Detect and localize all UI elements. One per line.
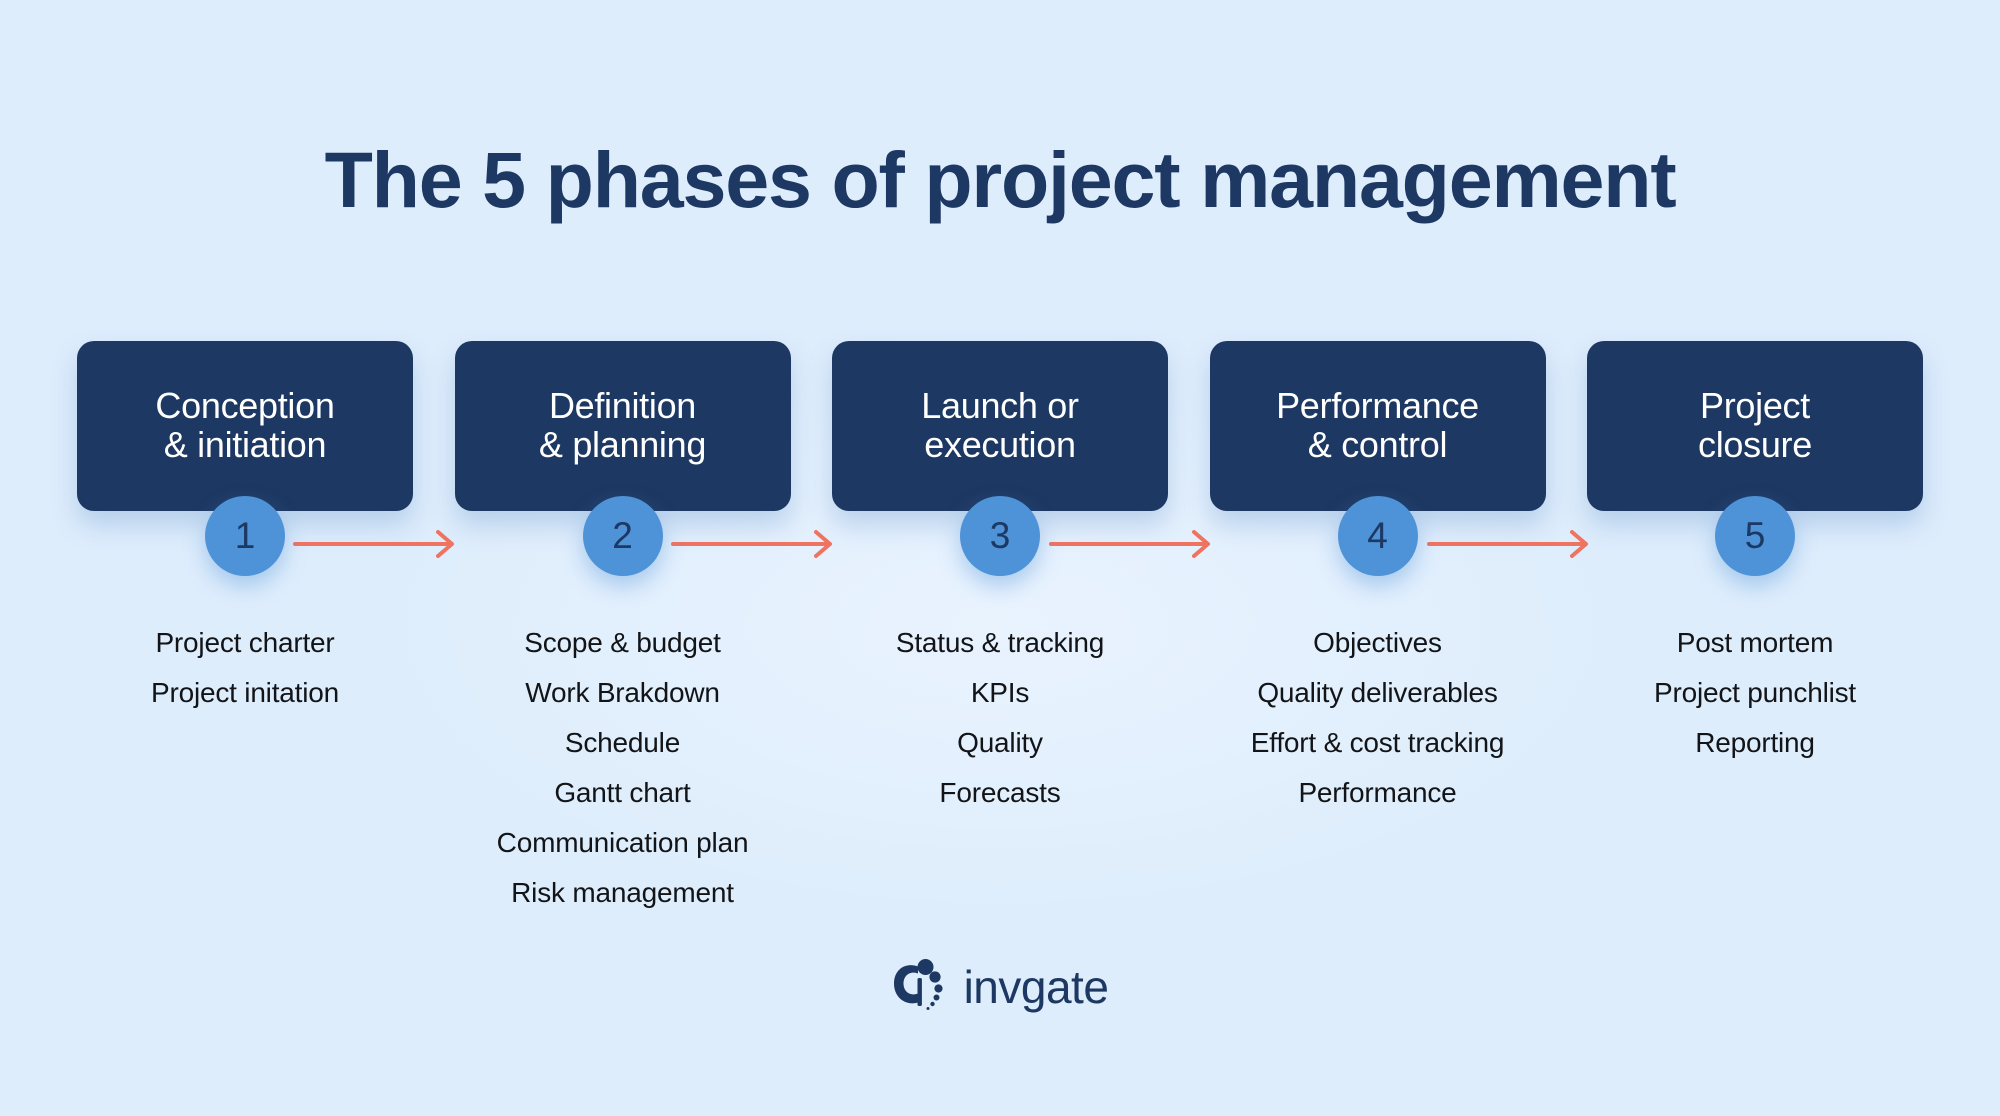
phase-card-title: Performance & control — [1276, 385, 1479, 465]
phase-number-badge-5: 5 — [1715, 496, 1795, 576]
phase-card-4[interactable]: Performance & control — [1209, 341, 1546, 511]
phase-number-badge-3: 3 — [960, 496, 1040, 576]
phase-card-title: Launch or execution — [921, 385, 1079, 465]
logo-wordmark: invgate — [963, 960, 1109, 1013]
list-item: Performance — [1298, 777, 1457, 808]
phase-card-1[interactable]: Conception & initiation — [77, 341, 413, 511]
phase-1: Conception & initiation 1 Project charte… — [77, 341, 413, 718]
list-item: Risk management — [511, 877, 734, 908]
phase-items-4: Objectives Quality deliverables Effort &… — [1250, 618, 1505, 818]
list-item: Objectives — [1313, 627, 1442, 658]
phase-3: Launch or execution 3 Status & tracking … — [832, 341, 1168, 818]
list-item: Project punchlist — [1653, 677, 1857, 708]
list-item: Quality — [957, 727, 1043, 758]
list-item: Effort & cost tracking — [1250, 727, 1505, 758]
list-item: Quality deliverables — [1257, 677, 1498, 708]
phase-number-badge-1: 1 — [205, 496, 285, 576]
phase-5: Project closure 5 Post mortem Project pu… — [1587, 341, 1923, 768]
list-item: Work Brakdown — [525, 677, 720, 708]
page-title: The 5 phases of project management — [324, 135, 1677, 224]
phase-items-1: Project charter Project initation — [151, 618, 339, 718]
phase-4: Performance & control 4 Objectives Quali… — [1209, 341, 1546, 818]
list-item: Gantt chart — [554, 777, 691, 808]
phase-number-badge-2: 2 — [582, 496, 663, 576]
phase-list: Conception & initiation 1 Project charte… — [77, 341, 1923, 908]
phase-card-3[interactable]: Launch or execution — [832, 341, 1168, 511]
list-item: Scope & budget — [524, 627, 721, 658]
list-item: Post mortem — [1676, 627, 1834, 658]
brand-logo: invgate — [0, 958, 2000, 1015]
phase-card-5[interactable]: Project closure — [1587, 341, 1923, 511]
phase-card-2[interactable]: Definition & planning — [454, 341, 791, 511]
phase-card-title: Definition & planning — [538, 385, 707, 465]
phase-number-badge-4: 4 — [1337, 496, 1418, 576]
list-item: Project charter — [155, 627, 335, 658]
invgate-footprint-icon — [892, 958, 948, 1015]
list-item: Schedule — [564, 727, 681, 758]
list-item: Project initation — [150, 677, 340, 708]
phase-items-2: Scope & budget Work Brakdown Schedule Ga… — [497, 618, 749, 918]
list-item: Forecasts — [939, 777, 1061, 808]
list-item: Status & tracking — [895, 627, 1105, 658]
phase-items-3: Status & tracking KPIs Quality Forecasts — [896, 618, 1104, 818]
phase-items-5: Post mortem Project punchlist Reporting — [1654, 618, 1856, 768]
list-item: KPIs — [970, 677, 1030, 708]
list-item: Reporting — [1695, 727, 1815, 758]
phase-2: Definition & planning 2 Scope & budget W… — [454, 341, 791, 918]
phase-card-title: Project closure — [1698, 385, 1812, 465]
phase-card-title: Conception & initiation — [155, 385, 335, 465]
list-item: Communication plan — [496, 827, 749, 858]
